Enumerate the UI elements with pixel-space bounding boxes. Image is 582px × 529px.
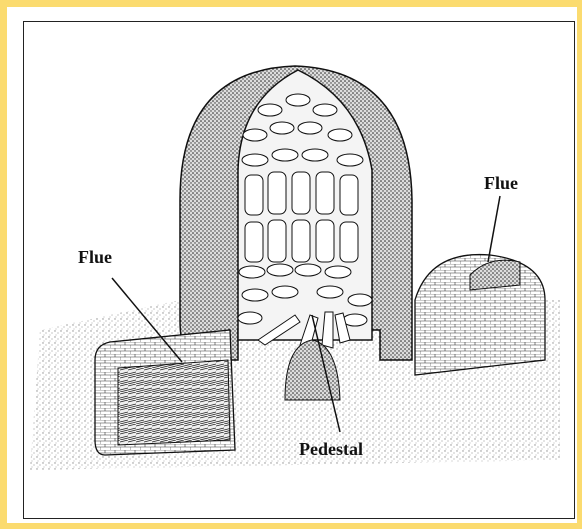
fuel-straw: [118, 360, 230, 445]
leader-flue-right: [488, 196, 500, 262]
label-pedestal: Pedestal: [299, 439, 363, 460]
label-flue-left: Flue: [78, 247, 112, 268]
label-flue-right: Flue: [484, 173, 518, 194]
